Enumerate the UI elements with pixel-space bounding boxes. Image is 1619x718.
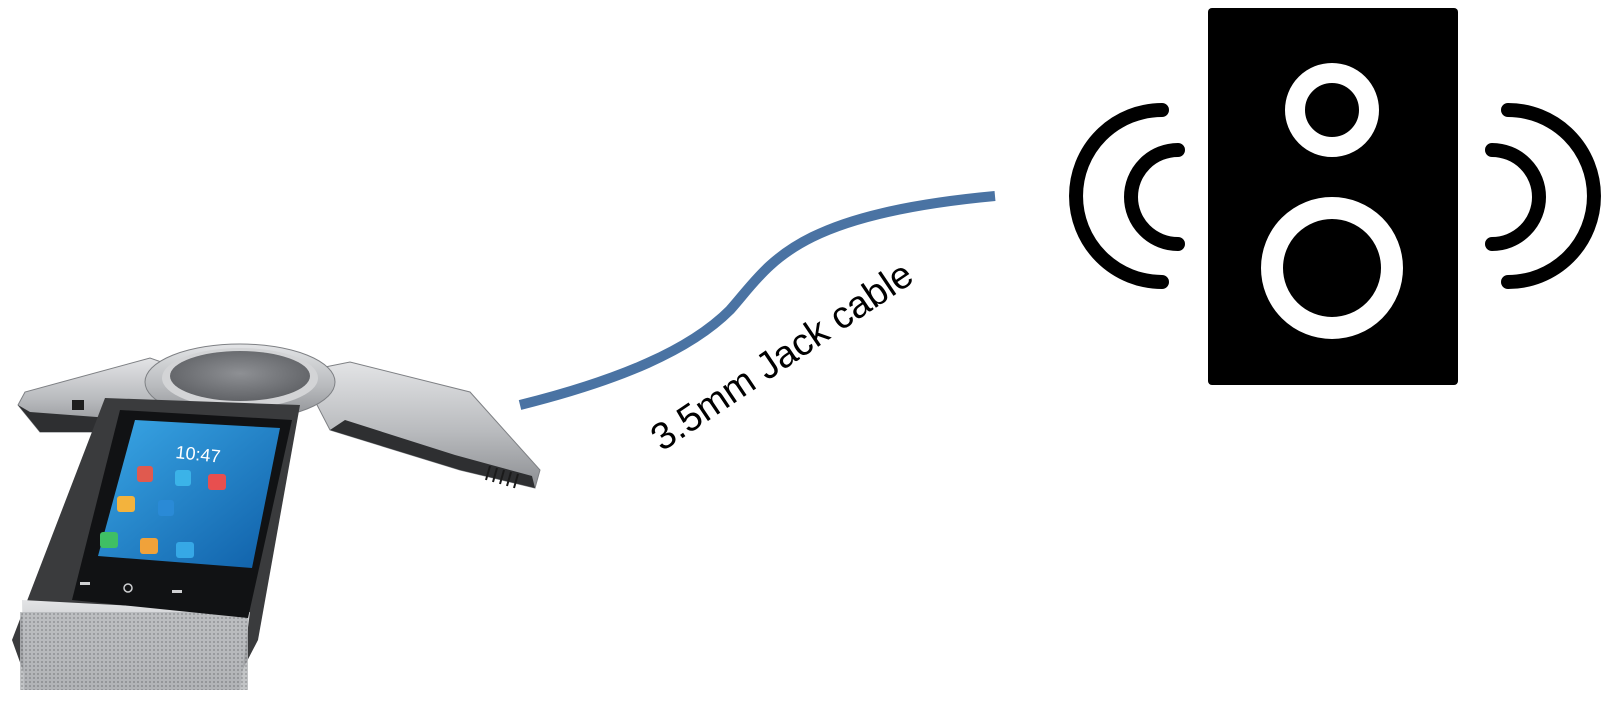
- conference-phone-icon: 10:47: [12, 344, 540, 690]
- sound-waves-left-icon: [1076, 110, 1178, 282]
- cable-label: 3.5mm Jack cable: [644, 253, 921, 459]
- speaker-icon: [1208, 8, 1458, 385]
- sound-waves-right-icon: [1492, 110, 1594, 282]
